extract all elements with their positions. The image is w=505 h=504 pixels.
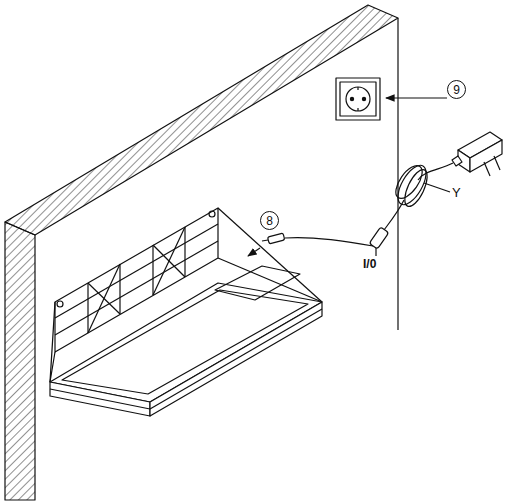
wall-top <box>5 5 398 235</box>
wall-edge <box>397 18 398 330</box>
part-label: Y <box>452 186 461 199</box>
led-shelf <box>50 208 322 416</box>
switch-label: I/0 <box>363 258 376 270</box>
plug-arrow <box>386 97 447 98</box>
dc-plug <box>262 233 285 244</box>
wall-socket <box>336 78 380 120</box>
leader-line <box>424 183 450 192</box>
cable-coil <box>391 161 432 210</box>
connect-arrow <box>248 248 260 256</box>
leader-line <box>375 248 376 256</box>
wall-side <box>5 222 35 500</box>
callout-number: 9 <box>447 80 466 99</box>
cable <box>384 200 404 230</box>
cable <box>285 237 373 246</box>
power-adapter <box>452 132 502 176</box>
callout-number: 8 <box>260 211 279 230</box>
